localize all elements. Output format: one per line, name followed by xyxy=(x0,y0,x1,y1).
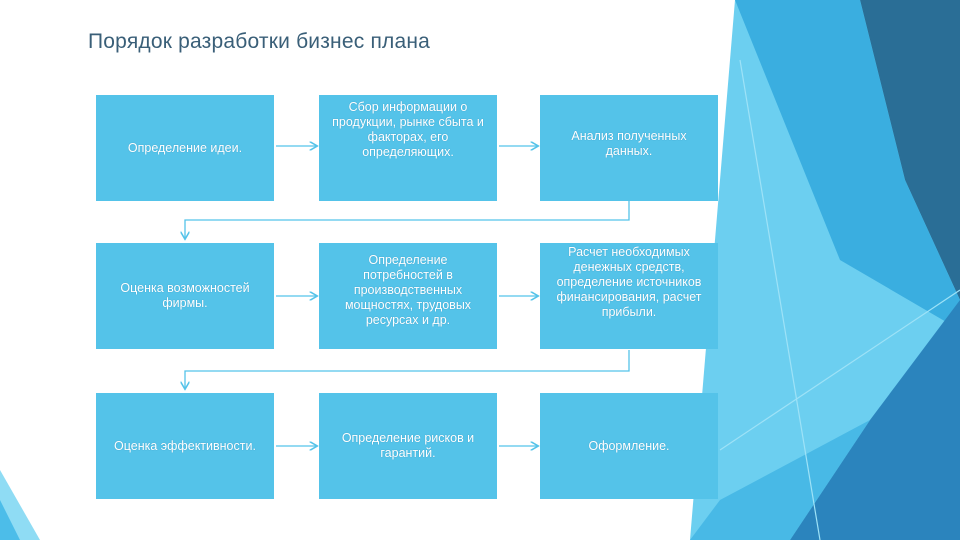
slide-title: Порядок разработки бизнес плана xyxy=(88,30,431,53)
step-box-7: Оценка эффективности. xyxy=(96,393,274,499)
step-box-3: Анализ полученных данных. xyxy=(540,95,718,201)
arrow-3-4 xyxy=(185,201,630,238)
step-text: Оценка возможностей фирмы. xyxy=(120,281,250,310)
right-panel-dark-top xyxy=(860,0,960,300)
right-panel-accent xyxy=(690,420,870,540)
right-panel-line-2 xyxy=(719,289,960,451)
step-text: Сбор информации о продукции, рынке сбыта… xyxy=(332,100,484,159)
arrow-6-7 xyxy=(185,350,630,388)
step-box-6: Расчет необходимых денежных средств, опр… xyxy=(540,243,718,349)
step-box-2: Сбор информации о продукции, рынке сбыта… xyxy=(319,95,497,201)
step-text: Определение потребностей в производствен… xyxy=(344,253,472,327)
step-text: Определение рисков и гарантий. xyxy=(341,431,475,460)
step-box-9: Оформление. xyxy=(540,393,718,499)
right-panel-line-1 xyxy=(739,59,821,540)
step-box-5: Определение потребностей в производствен… xyxy=(319,243,497,349)
step-box-4: Оценка возможностей фирмы. xyxy=(96,243,274,349)
step-text: Оформление. xyxy=(588,438,670,453)
step-box-1: Определение идеи. xyxy=(96,95,274,201)
right-panel-mid xyxy=(735,0,960,330)
step-text: Расчет необходимых денежных средств, опр… xyxy=(556,245,702,319)
right-panel-dark-bottom xyxy=(790,300,960,540)
step-text: Определение идеи. xyxy=(127,140,243,155)
step-text: Оценка эффективности. xyxy=(114,438,256,453)
bottom-left-triangle-inner xyxy=(0,500,20,540)
step-text: Анализ полученных данных. xyxy=(571,129,687,158)
step-box-8: Определение рисков и гарантий. xyxy=(319,393,497,499)
